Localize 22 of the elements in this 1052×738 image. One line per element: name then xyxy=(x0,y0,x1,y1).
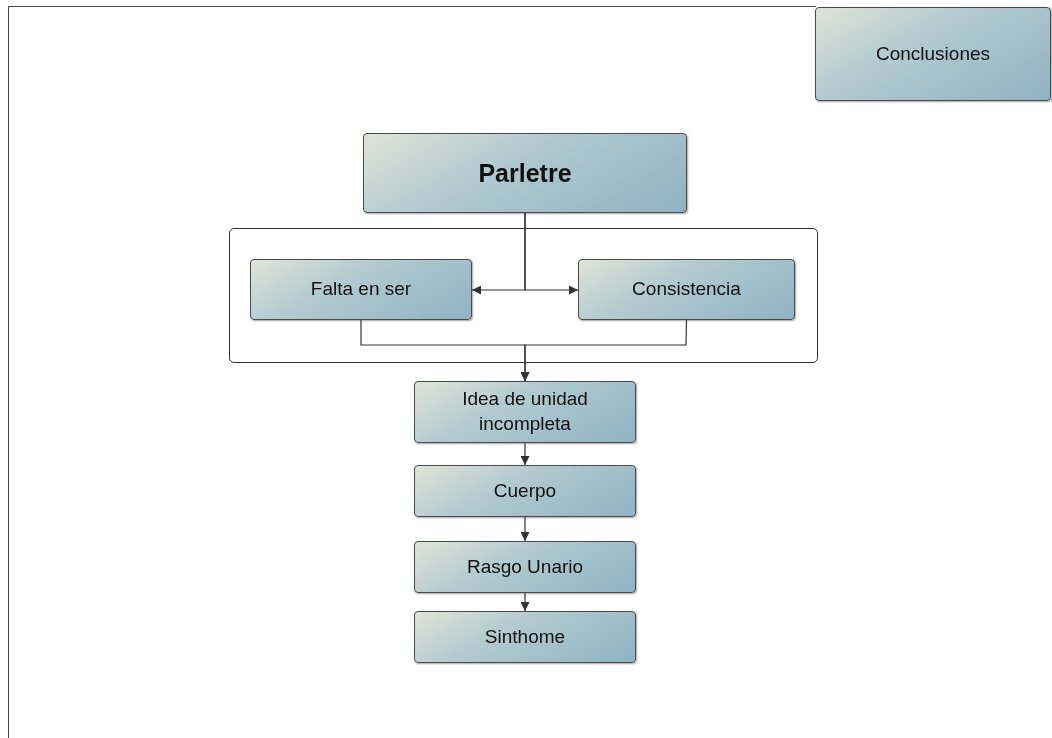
box-label: Falta en ser xyxy=(309,277,413,302)
connector-arrow xyxy=(520,516,530,542)
process-box xyxy=(578,259,795,320)
box-label: Rasgo Unario xyxy=(465,554,585,579)
process-box xyxy=(363,133,687,213)
connector-arrow xyxy=(524,212,579,295)
process-box xyxy=(250,259,472,320)
connector-arrow xyxy=(520,592,530,612)
process-box xyxy=(414,611,636,663)
group-box xyxy=(229,228,818,363)
box-label: Sinthome xyxy=(483,624,567,649)
box-label: Consistencia xyxy=(631,277,742,302)
box-label: Parletre xyxy=(477,157,573,189)
box-label: Cuerpo xyxy=(492,478,558,503)
box-label: Conclusiones xyxy=(874,41,992,66)
process-box xyxy=(414,381,636,443)
connector-arrow xyxy=(520,319,688,382)
process-box xyxy=(815,7,1051,101)
process-box xyxy=(414,541,636,593)
box-label: Idea de unidad incompleta xyxy=(461,387,589,436)
connector-arrow xyxy=(520,442,530,466)
process-box xyxy=(414,465,636,517)
